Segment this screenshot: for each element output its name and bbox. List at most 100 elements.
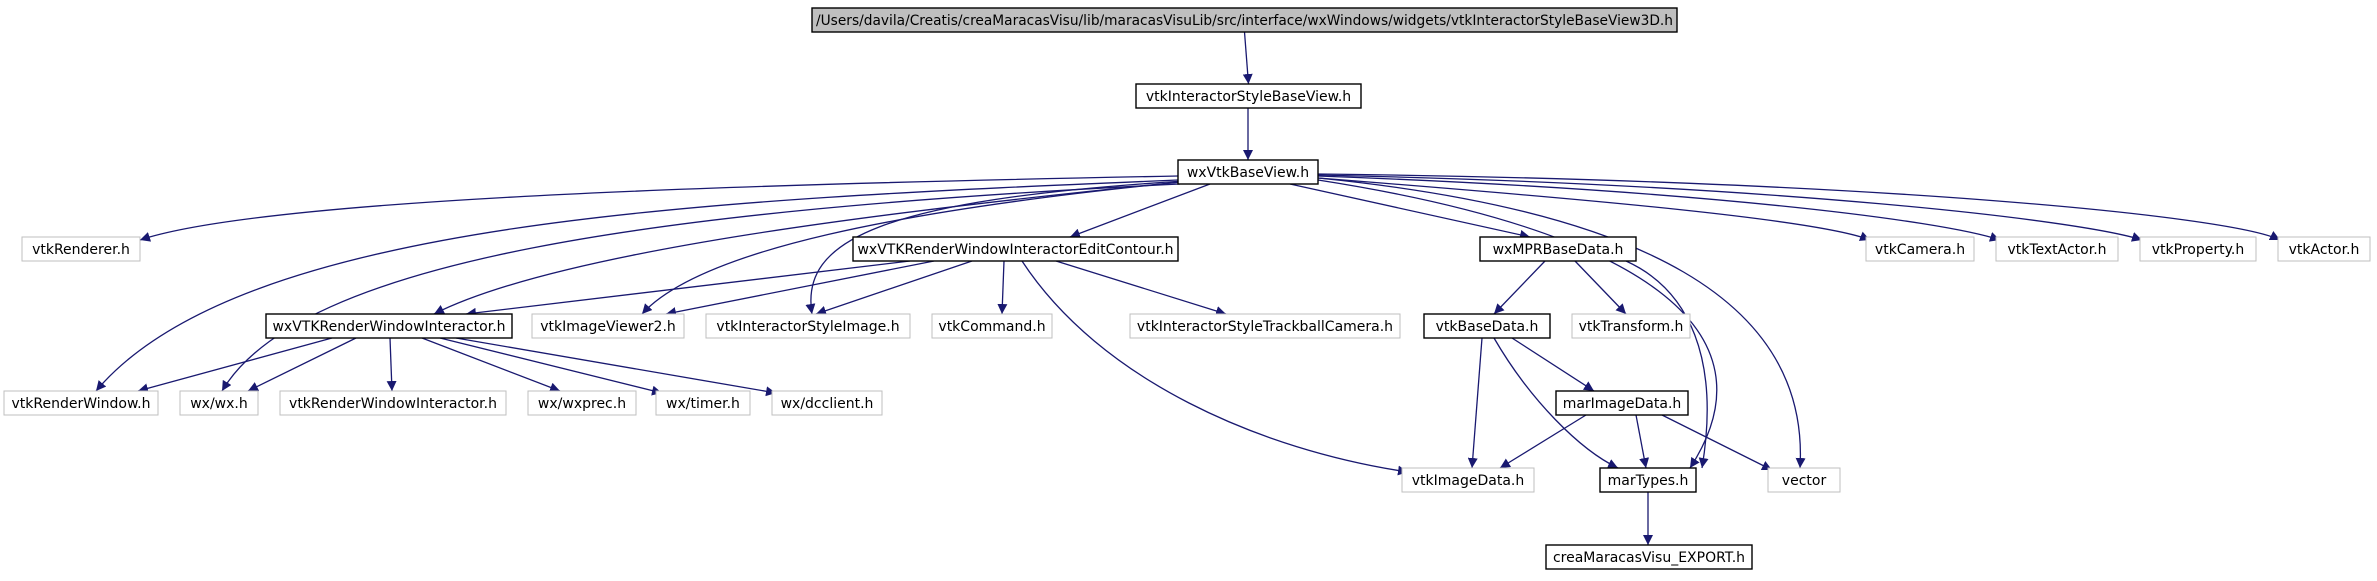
node-label-isbv: vtkInteractorStyleBaseView.h xyxy=(1146,89,1351,105)
node-label-isimage: vtkInteractorStyleImage.h xyxy=(716,319,899,335)
edge-basedata-to-imgdata xyxy=(1467,337,1483,469)
node-wxwx: wx/wx.h xyxy=(179,390,259,416)
node-box-isimage xyxy=(705,313,911,339)
node-box-command xyxy=(931,313,1053,339)
node-textactor: vtkTextActor.h xyxy=(1995,236,2119,262)
node-box-marimg xyxy=(1555,390,1689,416)
node-box-renwin xyxy=(3,390,159,416)
edge-rwiec-to-iv2 xyxy=(665,260,935,317)
node-box-mprbd xyxy=(1479,236,1637,262)
node-box-root xyxy=(811,7,1678,33)
edge-wxvtkbv-to-wxrwi xyxy=(433,181,1181,315)
edge-marimg-to-martypes xyxy=(1635,414,1650,469)
node-label-iv2: vtkImageViewer2.h xyxy=(540,319,676,335)
node-actor: vtkActor.h xyxy=(2277,236,2371,262)
node-wxrwi[interactable]: wxVTKRenderWindowInteractor.h xyxy=(265,313,513,339)
edge-wxvtkbv-to-property xyxy=(1317,174,2143,242)
node-box-property xyxy=(2139,236,2257,262)
node-label-wxprec: wx/wxprec.h xyxy=(538,396,626,412)
node-label-wxrwi: wxVTKRenderWindowInteractor.h xyxy=(272,319,505,335)
edge-basedata-to-marimg xyxy=(1511,337,1595,392)
edge-wxvtkbv-to-renderer xyxy=(139,175,1179,242)
edge-rwiec-to-istc xyxy=(1055,260,1227,316)
edge-wxvtkbv-to-wxwx xyxy=(221,183,1181,392)
node-box-camera xyxy=(1865,236,1975,262)
node-wxprec: wx/wxprec.h xyxy=(527,390,637,416)
node-box-textactor xyxy=(1995,236,2119,262)
node-label-actor: vtkActor.h xyxy=(2289,242,2360,258)
edge-wxvtkbv-to-rwiec xyxy=(1069,183,1211,239)
node-label-property: vtkProperty.h xyxy=(2152,242,2244,258)
node-box-actor xyxy=(2277,236,2371,262)
edge-root-to-isbv xyxy=(1242,31,1253,85)
node-label-istc: vtkInteractorStyleTrackballCamera.h xyxy=(1137,319,1393,335)
edge-wxvtkbv-to-textactor xyxy=(1317,175,2001,242)
node-box-isbv xyxy=(1135,83,1362,109)
node-label-command: vtkCommand.h xyxy=(938,319,1045,335)
node-label-dcclient: wx/dcclient.h xyxy=(781,396,874,412)
node-label-renwin: vtkRenderWindow.h xyxy=(12,396,151,412)
node-label-camera: vtkCamera.h xyxy=(1875,242,1965,258)
edge-mprbd-to-basedata xyxy=(1493,260,1546,315)
node-box-basedata xyxy=(1423,313,1551,339)
edge-marimg-to-vector xyxy=(1661,414,1773,471)
node-rwiec[interactable]: wxVTKRenderWindowInteractorEditContour.h xyxy=(852,236,1179,262)
edge-mprbd-to-transform xyxy=(1574,260,1627,315)
edge-wxrwi-to-wxprec xyxy=(421,337,561,393)
edge-layer xyxy=(95,31,2281,545)
edge-wxrwi-to-vtkrwi xyxy=(386,337,397,392)
edge-basedata-to-martypes xyxy=(1493,337,1619,469)
node-istc: vtkInteractorStyleTrackballCamera.h xyxy=(1129,313,1401,339)
node-martypes[interactable]: marTypes.h xyxy=(1599,467,1697,493)
node-layer: /Users/davila/Creatis/creaMaracasVisu/li… xyxy=(3,7,2371,570)
edge-rwiec-to-imgdata xyxy=(1021,260,1409,476)
node-iv2: vtkImageViewer2.h xyxy=(531,313,685,339)
node-wxvtkbv[interactable]: wxVtkBaseView.h xyxy=(1177,159,1319,185)
node-box-martypes xyxy=(1599,467,1697,493)
node-label-renderer: vtkRenderer.h xyxy=(32,242,130,258)
node-imgdata: vtkImageData.h xyxy=(1401,467,1535,493)
node-renwin: vtkRenderWindow.h xyxy=(3,390,159,416)
node-marimg[interactable]: marImageData.h xyxy=(1555,390,1689,416)
node-label-timer: wx/timer.h xyxy=(666,396,740,412)
node-box-dcclient xyxy=(771,390,883,416)
edge-wxrwi-to-dcclient xyxy=(455,337,777,397)
node-isimage: vtkInteractorStyleImage.h xyxy=(705,313,911,339)
edge-wxvtkbv-to-vector xyxy=(1317,177,1806,469)
node-box-wxvtkbv xyxy=(1177,159,1319,185)
node-box-iv2 xyxy=(531,313,685,339)
node-label-vector: vector xyxy=(1782,473,1827,489)
edge-rwiec-to-wxrwi xyxy=(465,260,911,318)
node-basedata[interactable]: vtkBaseData.h xyxy=(1423,313,1551,339)
node-box-wxprec xyxy=(527,390,637,416)
node-box-renderer xyxy=(21,236,141,262)
edge-mprbd-to-martypes xyxy=(1625,260,1709,469)
node-box-wxwx xyxy=(179,390,259,416)
node-box-timer xyxy=(655,390,751,416)
node-mprbd[interactable]: wxMPRBaseData.h xyxy=(1479,236,1637,262)
node-export[interactable]: creaMaracasVisu_EXPORT.h xyxy=(1545,544,1753,570)
node-box-istc xyxy=(1129,313,1401,339)
node-label-export: creaMaracasVisu_EXPORT.h xyxy=(1553,550,1745,566)
edge-wxvtkbv-to-martypes xyxy=(1317,179,1718,469)
node-box-transform xyxy=(1571,313,1691,339)
node-transform: vtkTransform.h xyxy=(1571,313,1691,339)
node-vtkrwi: vtkRenderWindowInteractor.h xyxy=(279,390,507,416)
node-label-imgdata: vtkImageData.h xyxy=(1412,473,1524,489)
node-label-root: /Users/davila/Creatis/creaMaracasVisu/li… xyxy=(816,13,1673,29)
node-label-wxvtkbv: wxVtkBaseView.h xyxy=(1187,165,1309,181)
edge-wxrwi-to-timer xyxy=(439,337,663,396)
node-timer: wx/timer.h xyxy=(655,390,751,416)
node-root[interactable]: /Users/davila/Creatis/creaMaracasVisu/li… xyxy=(811,7,1678,33)
edge-wxrwi-to-renwin xyxy=(137,337,333,394)
node-isbv[interactable]: vtkInteractorStyleBaseView.h xyxy=(1135,83,1362,109)
node-command: vtkCommand.h xyxy=(931,313,1053,339)
node-dcclient: wx/dcclient.h xyxy=(771,390,883,416)
node-label-transform: vtkTransform.h xyxy=(1579,319,1684,335)
edge-wxvtkbv-to-renwin xyxy=(95,179,1179,392)
node-label-vtkrwi: vtkRenderWindowInteractor.h xyxy=(289,396,497,412)
edge-wxvtkbv-to-actor xyxy=(1317,173,2281,241)
node-label-basedata: vtkBaseData.h xyxy=(1436,319,1539,335)
node-box-export xyxy=(1545,544,1753,570)
